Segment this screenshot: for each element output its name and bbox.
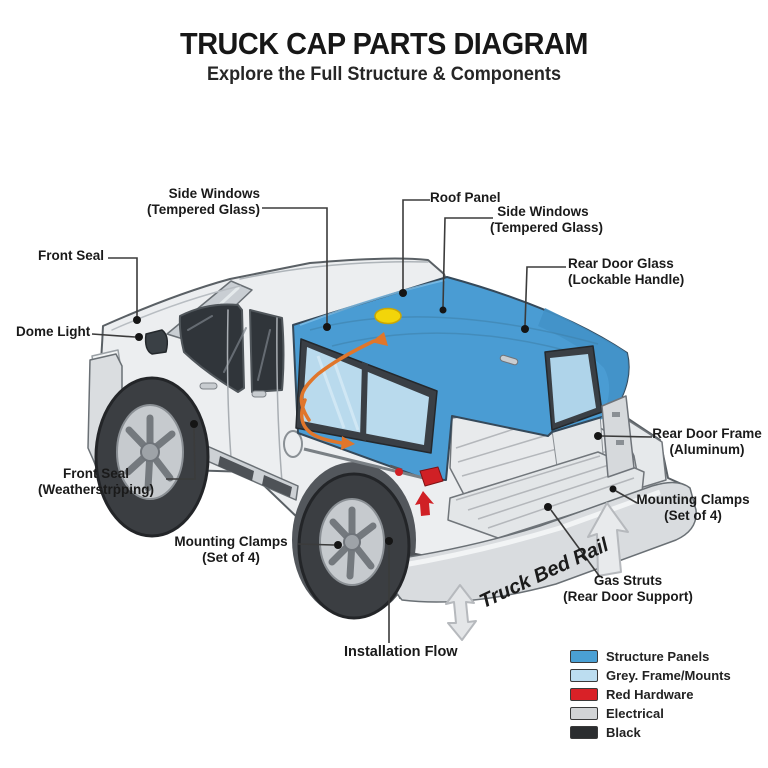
- rear-door-glass: [550, 354, 596, 423]
- callout-roof-panel: Roof Panel: [430, 190, 501, 206]
- lift-arrows: [445, 502, 629, 641]
- callout-side-windows-right: Side Windows (Tempered Glass): [490, 204, 604, 236]
- callout-front-seal: Front Seal: [18, 248, 104, 264]
- callout-installation-flow: Installation Flow: [344, 644, 458, 660]
- callout-rear-door-frame: Rear Door Frame (Aluminum): [648, 426, 766, 458]
- callout-line: Mounting Clamps: [174, 534, 288, 549]
- callout-line: (Aluminum): [669, 441, 745, 457]
- callout-line: (Weatherstrṗping): [37, 481, 154, 497]
- legend-swatch-structure-panels: [570, 650, 598, 663]
- callout-line: (Lockable Handle): [568, 271, 685, 287]
- door-handle: [199, 382, 218, 390]
- callout-line: Rear Door Glass: [568, 256, 674, 271]
- red-up-arrow: [415, 491, 434, 516]
- bed-rail-rod: [303, 447, 425, 480]
- red-mounting-clamp: [419, 466, 444, 487]
- callout-side-windows-left: Side Windows (Tempered Glass): [96, 186, 260, 218]
- callout-line: (Rear Door Support): [563, 588, 693, 604]
- legend-item: Electrical: [570, 704, 731, 723]
- callout-line: (Tempered Glass): [490, 219, 604, 235]
- callout-line: Dome Light: [16, 324, 91, 339]
- up-arrow: [587, 502, 629, 577]
- callout-line: (Set of 4): [202, 549, 260, 565]
- callout-line: Gas Struts: [593, 573, 663, 588]
- rear-bumper: [388, 481, 697, 603]
- leader-lines: [91, 199, 653, 643]
- legend: Structure Panels Grey. Frame/Mounts Red …: [570, 647, 731, 742]
- truck-cap: [292, 276, 635, 516]
- tailgate-ribs: [455, 455, 635, 529]
- legend-swatch-black: [570, 726, 598, 739]
- rear-door-lock-handle: [572, 417, 578, 423]
- legend-label: Red Hardware: [606, 687, 694, 702]
- double-arrow: [445, 584, 477, 641]
- legend-item: Black: [570, 723, 731, 742]
- side-mirror: [144, 329, 169, 355]
- callout-line: Front Seal: [62, 466, 129, 481]
- legend-label: Electrical: [606, 706, 664, 721]
- cab-quarter-window: [249, 309, 285, 393]
- callout-front-seal-weatherstripping: Front Seal (Weatherstrṗping): [20, 466, 172, 498]
- dome-light: [374, 307, 402, 325]
- legend-swatch-grey-frame-mounts: [570, 669, 598, 682]
- legend-label: Black: [606, 725, 641, 740]
- callout-line: Side Windows: [168, 186, 260, 201]
- door-handle-rear: [251, 390, 267, 398]
- callout-line: Roof Panel: [430, 190, 501, 205]
- legend-item: Red Hardware: [570, 685, 731, 704]
- fuel-door: [283, 430, 303, 458]
- installation-flow-arrows: [299, 332, 388, 450]
- callout-line: (Tempered Glass): [146, 201, 260, 217]
- cap-marker-light: [499, 354, 519, 366]
- legend-swatch-electrical: [570, 707, 598, 720]
- legend-swatch-red-hardware: [570, 688, 598, 701]
- callout-dome-light: Dome Light: [16, 324, 91, 340]
- legend-label: Structure Panels: [606, 649, 710, 664]
- page-title: TRUCK CAP PARTS DIAGRAM: [180, 26, 588, 61]
- wheels: [94, 376, 411, 620]
- flow-arrowhead-up: [371, 332, 388, 346]
- legend-label: Grey. Frame/Mounts: [606, 668, 731, 683]
- callout-line: (Set of 4): [664, 507, 722, 523]
- flow-arrowhead-right: [341, 436, 355, 450]
- callout-line: Front Seal: [37, 248, 104, 263]
- legend-item: Structure Panels: [570, 647, 731, 666]
- cap-side-window-divider: [360, 362, 368, 441]
- callout-line: Side Windows: [497, 204, 589, 219]
- legend-item: Grey. Frame/Mounts: [570, 666, 731, 685]
- leader-dots: [133, 289, 617, 549]
- callout-line: Rear Door Frame: [652, 426, 762, 441]
- callout-mounting-clamps-right: Mounting Clamps (Set of 4): [630, 492, 756, 524]
- callout-rear-door-glass: Rear Door Glass (Lockable Handle): [568, 256, 684, 288]
- red-hardware-bolt: [395, 468, 403, 476]
- callout-line: Mounting Clamps: [636, 492, 750, 507]
- callout-mounting-clamps-left: Mounting Clamps (Set of 4): [166, 534, 296, 566]
- page-subtitle: Explore the Full Structure & Components: [206, 64, 562, 85]
- callout-gas-struts: Gas Struts (Rear Door Support): [556, 573, 700, 605]
